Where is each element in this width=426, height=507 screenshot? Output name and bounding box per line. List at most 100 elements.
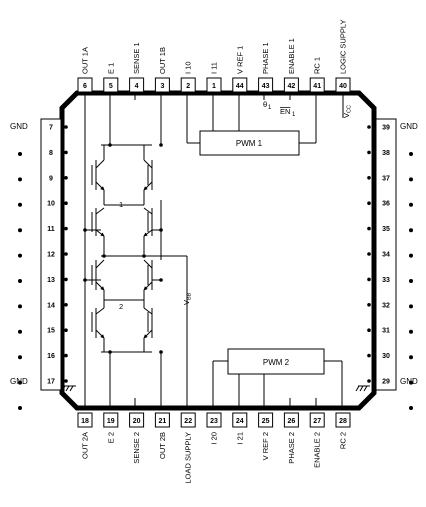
bottom-pin-label: ENABLE 2 [313,432,322,468]
top-pin-label: OUT 1B [158,47,167,74]
top-pin-box [206,77,222,93]
en1-subscript: 1 [292,112,296,118]
top-pin-number: 41 [313,83,321,90]
svg-text:VCC: VCC [342,105,353,118]
top-pin-number: 6 [83,83,87,90]
top-pin-label: E 1 [106,63,115,74]
bottom-pin-box [335,412,351,428]
right-pin-dot [409,380,413,385]
wiring [84,93,344,408]
right-pin-number: 33 [382,277,390,284]
left-pin-contact [64,226,68,231]
bottom-pin-number: 28 [339,418,347,425]
left-pin-dot [18,152,22,156]
right-pin-dot [409,152,413,156]
top-pin-label: V REF 1 [235,46,244,74]
pwm2-label: PWM 2 [263,358,290,367]
bottom-pin-label: RC 2 [339,432,348,449]
top-pin-label: OUT 1A [81,47,90,74]
left-pin-number: 10 [47,201,55,208]
bottom-pin-label: V REF 2 [261,432,270,460]
bottom-pin-number: 19 [107,418,115,425]
top-pin-box [258,77,274,93]
bottom-pin-label: I 20 [210,432,219,445]
junction-dots [83,143,163,354]
top-pin-label: LOGIC SUPPLY [339,20,348,74]
left-pin-number: 12 [47,252,55,259]
right-pin-number: 37 [382,175,390,182]
right-pin-contact [367,150,371,155]
right-pin-dot [409,228,413,233]
bottom-pin-number: 18 [81,418,89,425]
left-pin-contact [64,353,68,358]
left-pin-dot [18,279,22,283]
bottom-pin-label: I 21 [235,432,244,445]
top-pin-label: I 10 [184,61,193,74]
top-pin-number: 43 [262,83,270,90]
left-pin-contact [64,379,68,383]
top-pin-box [232,77,248,93]
top-pin-box [129,77,145,93]
right-pin-dot [409,177,413,182]
bottom-pin-label: PHASE 2 [287,432,296,464]
bottom-pin-box [154,412,170,428]
top-pin-number: 2 [186,83,190,90]
right-pin-number: 36 [382,201,390,208]
right-pin-dot [409,304,413,309]
left-pin-number: 8 [49,150,53,157]
top-pin-number: 1 [212,83,216,90]
bottom-pin-box [258,412,274,428]
ground-symbol-right [355,385,370,392]
ground-symbol-left [61,385,76,392]
left-pin-dot [18,406,22,410]
left-pin-dot [18,177,22,182]
left-pin-contact [64,277,68,282]
theta1-subscript: 1 [268,105,272,111]
bottom-pin-box [283,412,299,428]
bottom-pin-number: 23 [210,418,218,425]
bottom-pin-box [129,412,145,428]
right-pin-number: 29 [382,379,390,386]
left-pin-number: 9 [49,175,53,182]
left-pin-contact [64,303,68,307]
bottom-pin-box [232,412,248,428]
left-pin-contact [64,252,68,256]
right-pin-dot [409,329,413,334]
pwm1-block [199,130,300,156]
right-pin-number: 32 [382,302,390,309]
gnd-label-top-right: GND [400,122,418,131]
bottom-pin-label: SENSE 2 [132,432,141,464]
right-pin-dot [409,279,413,283]
right-pin-contact [367,379,371,383]
top-pin-label: RC 1 [313,57,322,74]
bottom-pin-label: OUT 2B [158,432,167,459]
left-pin-number: 11 [47,226,55,233]
bottom-pin-number: 25 [262,418,270,425]
top-pin-box [77,77,93,93]
bottom-pin-label: E 2 [106,432,115,443]
top-pin-label: SENSE 1 [132,42,141,74]
right-pin-contact [367,176,371,180]
bottom-pin-box [103,412,119,428]
left-pin-strip [40,118,62,391]
left-pin-contact [64,176,68,180]
bottom-pin-number: 20 [133,418,141,425]
top-pin-box [154,77,170,93]
top-pin-label: PHASE 1 [261,42,270,74]
right-pin-contact [367,353,371,358]
top-pin-number: 5 [109,83,113,90]
top-pin-label: I 11 [210,62,219,74]
right-pin-number: 38 [382,150,390,157]
bridge2-label: 2 [119,302,123,311]
right-pin-contact [367,125,371,129]
top-pin-box [309,77,325,93]
top-pin-number: 40 [339,83,347,90]
left-pin-contact [64,328,68,333]
bottom-pin-box [77,412,93,428]
left-pin-dot [18,228,22,233]
right-pin-strip [375,118,397,391]
